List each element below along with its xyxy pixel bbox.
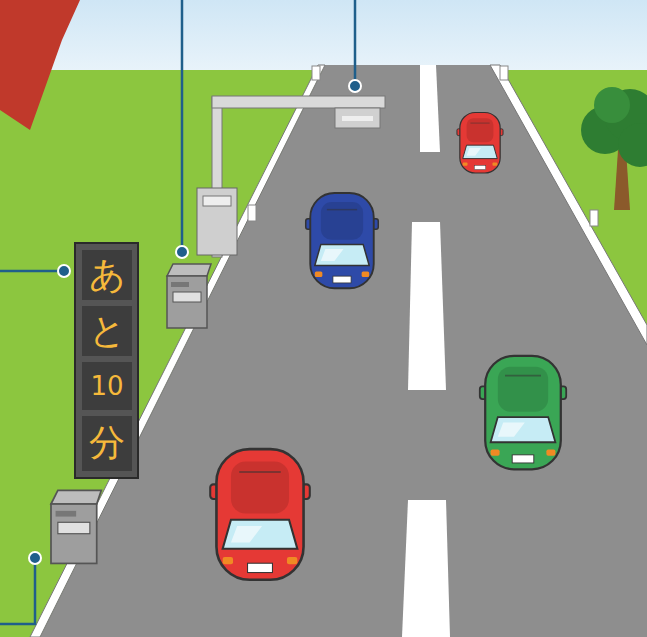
pointer-arrow: [0, 0, 80, 130]
guardrail: [490, 65, 647, 345]
sign-character: と: [82, 306, 132, 356]
car-blue: [306, 193, 379, 288]
countdown-sign: あと 10 分: [74, 242, 139, 479]
car-green: [480, 356, 566, 469]
car-red: [210, 449, 310, 580]
roadside-sensor: [51, 490, 101, 563]
sign-character: 10: [82, 362, 132, 410]
sky: [0, 0, 647, 70]
roadside-sensor: [167, 264, 211, 328]
sign-character: あ: [82, 250, 132, 300]
car-red: [457, 113, 503, 173]
road: [40, 65, 647, 637]
lane-markings: [402, 65, 450, 637]
leader-lines: [0, 0, 355, 624]
posts: [248, 66, 598, 226]
road-edge: [30, 65, 325, 637]
sign-character: 分: [82, 416, 132, 471]
leader-dots: [29, 80, 361, 564]
tree: [581, 87, 647, 210]
